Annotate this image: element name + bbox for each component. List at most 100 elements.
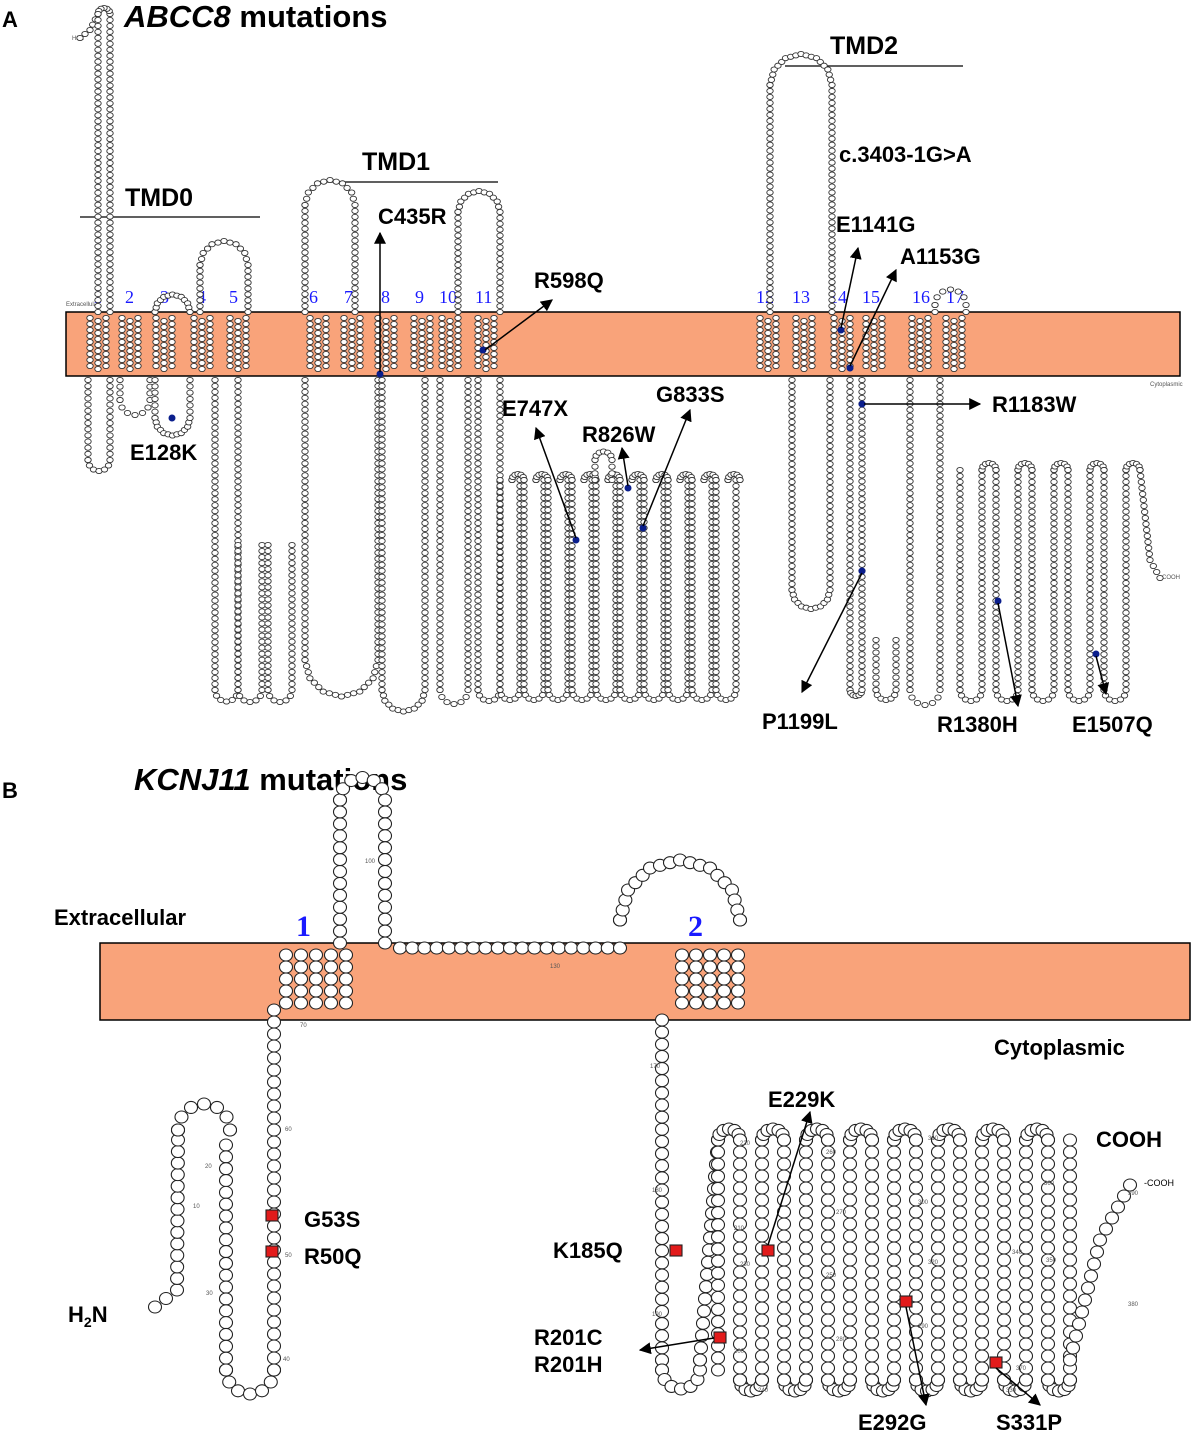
abcc8-residue	[301, 201, 309, 209]
abcc8-residue	[872, 661, 880, 669]
abcc8-residue	[138, 409, 147, 417]
abcc8-residue	[144, 404, 152, 411]
abcc8-residue	[978, 568, 986, 575]
abcc8-residue	[234, 412, 242, 419]
kcnj11-residue	[1116, 1189, 1132, 1203]
kcnj11-residue	[1040, 1145, 1056, 1159]
abcc8-helix-residue	[454, 320, 462, 328]
abcc8-residue	[1122, 591, 1130, 598]
abcc8-residue	[520, 536, 528, 544]
abcc8-residue	[1050, 573, 1058, 581]
abcc8-residue	[464, 651, 472, 658]
abcc8-residue	[688, 656, 696, 664]
resnum-310: 310	[928, 1136, 939, 1142]
kcnj11-residue	[952, 1301, 968, 1315]
abcc8-residue	[992, 686, 1000, 694]
abcc8-helix-residue	[190, 314, 198, 322]
abcc8-residue	[1086, 478, 1094, 485]
kcnj11-residue	[377, 841, 393, 855]
abcc8-residue	[954, 288, 962, 295]
abcc8-residue	[1100, 520, 1108, 527]
panel-a-title: ABCC8 mutations	[123, 0, 388, 34]
abcc8-residue	[544, 650, 552, 658]
abcc8-helix-residue	[862, 344, 870, 352]
arrow-s331p	[995, 1367, 1041, 1406]
abcc8-residue	[640, 650, 648, 658]
abcc8-helix-residue	[808, 356, 816, 364]
abcc8-residue	[421, 418, 429, 425]
abcc8-residue	[640, 506, 648, 514]
abcc8-residue	[464, 525, 472, 533]
abcc8-residue	[640, 674, 648, 682]
abcc8-residue	[496, 578, 504, 586]
abcc8-residue	[351, 285, 359, 292]
kcnj11-residue	[864, 1349, 880, 1363]
abcc8-residue	[992, 496, 1000, 503]
abcc8-residue	[1149, 562, 1157, 570]
kcnj11-residue	[170, 1260, 185, 1274]
abcc8-residue	[496, 632, 504, 640]
abcc8-residue	[496, 250, 504, 257]
abcc8-residue	[826, 418, 834, 426]
abcc8-helix-residue	[160, 347, 168, 355]
abcc8-residue	[846, 472, 854, 479]
abcc8-residue	[640, 596, 648, 604]
abcc8-residue	[906, 394, 914, 401]
abcc8-residue	[766, 159, 774, 166]
abcc8-residue	[544, 518, 552, 526]
abcc8-helix-residue	[356, 314, 364, 322]
abcc8-helix-residue	[482, 353, 490, 361]
abcc8-residue	[544, 614, 552, 622]
abcc8-residue	[1100, 633, 1108, 640]
abcc8-residue	[464, 454, 472, 461]
kcnj11-residue	[218, 1339, 234, 1353]
abcc8-residue	[732, 578, 740, 586]
abcc8-residue	[474, 382, 482, 390]
abcc8-residue	[436, 549, 444, 556]
kcnj11-helix-residue	[338, 972, 354, 986]
kcnj11-helix-residue	[278, 984, 294, 998]
kcnj11-residue	[886, 1241, 902, 1255]
panel-a-letter: A	[2, 7, 18, 32]
abcc8-residue	[325, 690, 333, 697]
abcc8-residue	[378, 502, 386, 509]
abcc8-residue	[688, 590, 696, 598]
abcc8-residue	[906, 651, 914, 658]
abcc8-residue	[234, 572, 242, 579]
abcc8-residue	[992, 651, 1000, 658]
abcc8-helix-residue	[134, 320, 142, 328]
abcc8-residue	[421, 478, 429, 485]
abcc8-helix-residue	[438, 356, 446, 364]
abcc8-residue	[1100, 538, 1108, 545]
abcc8-residue	[496, 285, 504, 292]
abcc8-residue	[211, 520, 219, 527]
abcc8-helix-residue	[160, 359, 168, 367]
abcc8-residue	[1080, 696, 1089, 703]
abcc8-helix-residue	[94, 329, 102, 337]
abcc8-helix-residue	[764, 335, 772, 343]
abcc8-helix-residue	[924, 362, 932, 370]
resnum-240: 240	[758, 1388, 769, 1394]
abcc8-residue	[688, 668, 696, 676]
abcc8-residue	[828, 135, 836, 142]
abcc8-residue	[258, 578, 266, 585]
kcnj11-residue	[842, 1181, 858, 1195]
abcc8-residue	[828, 99, 836, 106]
abcc8-helix-residue	[206, 332, 214, 340]
abcc8-residue	[421, 657, 429, 664]
abcc8-helix-residue	[838, 341, 846, 349]
abcc8-residue	[454, 279, 462, 286]
abcc8-residue	[520, 524, 528, 532]
abcc8-helix-residue	[942, 332, 950, 340]
kcnj11-helix-residue	[338, 984, 354, 998]
abcc8-residue	[544, 596, 552, 604]
abcc8-residue	[320, 178, 328, 185]
abcc8-helix-residue	[418, 335, 426, 343]
abcc8-residue	[846, 418, 854, 425]
abcc8-residue	[659, 691, 667, 699]
abcc8-residue	[436, 460, 444, 467]
abcc8-helix-residue	[168, 320, 176, 328]
kcnj11-helix-residue	[688, 960, 704, 974]
abcc8-residue	[544, 572, 552, 580]
abcc8-residue	[496, 418, 504, 425]
